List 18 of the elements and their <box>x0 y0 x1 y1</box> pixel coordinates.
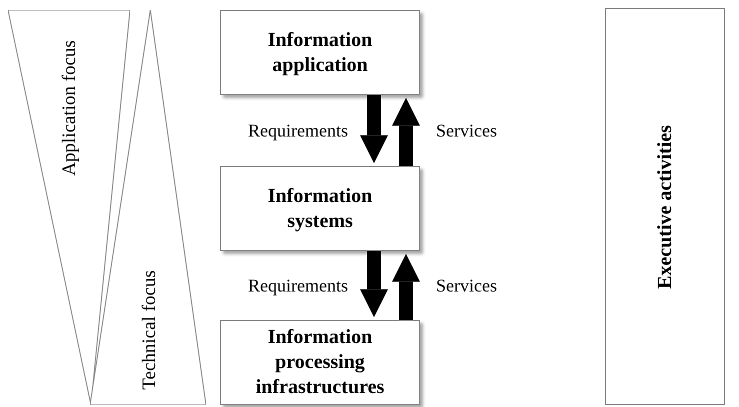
vertical-box <box>605 8 725 405</box>
process-box <box>220 320 420 405</box>
edge-label: Services <box>436 274 497 297</box>
process-box <box>220 10 420 95</box>
edge-label: Requirements <box>248 119 348 142</box>
block-arrow <box>360 251 388 318</box>
box-label: Information processing infrastructures <box>254 325 386 400</box>
block-arrow <box>392 254 420 320</box>
block-arrow <box>360 95 388 164</box>
block-arrow <box>392 98 420 166</box>
box-label: Information systems <box>266 184 374 234</box>
band-label: Application focus <box>58 40 81 176</box>
edge-label: Requirements <box>248 274 348 298</box>
edge-label: Services <box>436 119 497 142</box>
process-box <box>220 166 420 251</box>
band-label: Technical focus <box>138 270 161 390</box>
box-label: Information application <box>266 28 374 78</box>
box-label: Executive activities <box>653 124 677 288</box>
